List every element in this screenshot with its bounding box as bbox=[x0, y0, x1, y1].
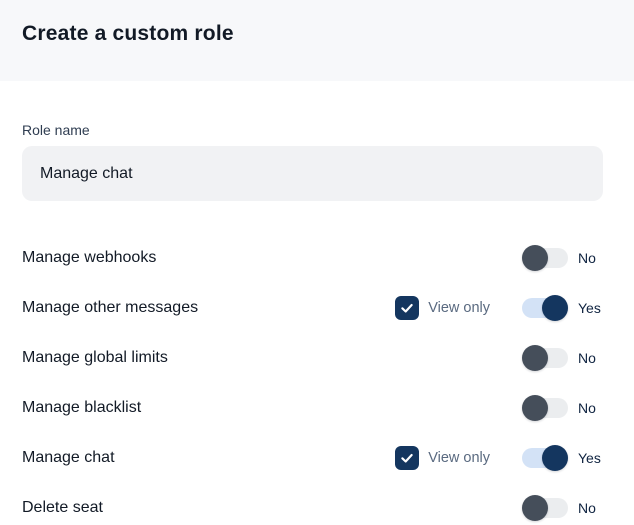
toggle-knob bbox=[522, 495, 548, 521]
permission-row: Manage other messages View only Yes bbox=[22, 283, 612, 333]
toggle-knob bbox=[542, 445, 568, 471]
view-only-label: View only bbox=[428, 300, 490, 316]
toggle-switch[interactable] bbox=[522, 395, 568, 421]
permission-row: Manage webhooks No bbox=[22, 233, 612, 283]
checkmark-icon bbox=[401, 303, 413, 313]
toggle-knob bbox=[522, 395, 548, 421]
toggle-state-label: No bbox=[578, 400, 596, 416]
view-only-label: View only bbox=[428, 450, 490, 466]
permission-row: Manage chat View only Yes bbox=[22, 433, 612, 483]
permission-row: Manage blacklist No bbox=[22, 383, 612, 433]
toggle-knob bbox=[522, 245, 548, 271]
permission-label: Manage other messages bbox=[22, 299, 199, 316]
permission-label: Manage blacklist bbox=[22, 399, 142, 416]
toggle-switch[interactable] bbox=[522, 445, 568, 471]
toggle-state-label: Yes bbox=[578, 300, 601, 316]
view-only-checkbox[interactable] bbox=[395, 296, 420, 320]
permission-label: Delete seat bbox=[22, 499, 103, 516]
toggle-knob bbox=[522, 345, 548, 371]
view-only-checkbox[interactable] bbox=[395, 446, 420, 470]
toggle-switch[interactable] bbox=[522, 345, 568, 371]
page-title: Create a custom role bbox=[22, 22, 234, 45]
toggle-switch[interactable] bbox=[522, 295, 568, 321]
permission-row: Delete seat No bbox=[22, 483, 612, 525]
permission-label: Manage chat bbox=[22, 449, 115, 466]
panel-content: Role name Manage webhooks No Manage othe… bbox=[0, 122, 634, 525]
toggle-state-label: No bbox=[578, 350, 596, 366]
permission-label: Manage webhooks bbox=[22, 249, 157, 266]
checkmark-icon bbox=[401, 453, 413, 463]
permission-row: Manage global limits No bbox=[22, 333, 612, 383]
toggle-state-label: No bbox=[578, 250, 596, 266]
toggle-state-label: Yes bbox=[578, 450, 601, 466]
view-only-group: View only bbox=[395, 446, 490, 470]
permission-label: Manage global limits bbox=[22, 349, 168, 366]
toggle-state-label: No bbox=[578, 500, 596, 516]
toggle-knob bbox=[542, 295, 568, 321]
toggle-switch[interactable] bbox=[522, 245, 568, 271]
panel-header: Create a custom role bbox=[0, 0, 634, 81]
permissions-list: Manage webhooks No Manage other messages… bbox=[22, 233, 612, 525]
role-name-input[interactable] bbox=[22, 146, 603, 201]
role-name-label: Role name bbox=[22, 122, 90, 138]
view-only-group: View only bbox=[395, 296, 490, 320]
toggle-switch[interactable] bbox=[522, 495, 568, 521]
